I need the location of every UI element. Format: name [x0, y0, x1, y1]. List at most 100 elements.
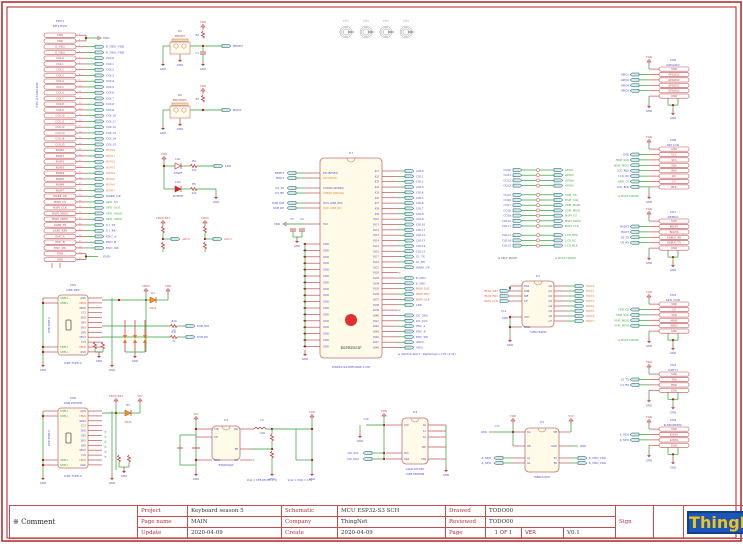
net-label: LED: [225, 164, 232, 168]
gnd-label: GND: [40, 368, 46, 372]
pushbutton-icon: [169, 105, 191, 119]
connector-pin-label: DC: [672, 175, 676, 178]
level-pin-label: B1: [554, 457, 558, 460]
mcu-body: [319, 157, 383, 359]
tvs-diode-icon: [133, 335, 137, 339]
pin-number: 19: [79, 137, 82, 139]
led-name: POWER: [173, 194, 184, 198]
net-port-col13: [404, 238, 415, 243]
net-label: USB_DP: [197, 335, 208, 339]
net-port-k_neo: [629, 432, 640, 437]
net-label: K_NEO: [416, 276, 426, 280]
schottky-diode-icon: [124, 409, 132, 417]
mcu-pin-label: IO15: [373, 245, 379, 248]
diode-part: SS24: [125, 420, 132, 424]
sign-label: Sign: [615, 505, 655, 539]
capacitor-ref: C13: [495, 425, 500, 428]
solder-jumper-icon: [536, 243, 540, 248]
mcu-brand: ESPRESSIF: [340, 346, 362, 350]
button-cap-icon: [171, 102, 189, 106]
mcu-pin-label: IO13: [373, 234, 379, 237]
junction-dot: [194, 427, 198, 431]
usb-pin-label: SBU2: [79, 420, 86, 423]
chip-notch: [346, 157, 356, 163]
net-port-adc0: [170, 237, 181, 241]
connector-pin-label: MISO: [671, 325, 678, 328]
capacitor-ref: C10: [364, 418, 369, 421]
net-port-row_dat: [499, 289, 510, 293]
connector-name: GPIO/I2C: [666, 63, 679, 67]
connector-net-label: GND: [623, 154, 629, 157]
ver-value: V0.1: [562, 527, 617, 539]
usb-pin-label: DN1: [81, 326, 87, 329]
net-label: ROW4: [586, 304, 595, 308]
button-name: BOOTSEL: [173, 98, 188, 102]
led-name: STATE: [174, 171, 183, 175]
pin-number: 29: [79, 195, 82, 197]
mux-right-port: [553, 213, 564, 218]
fpc1-pin-label: COL14: [55, 137, 64, 141]
net-port-spi1_sck: [94, 205, 105, 210]
net-label: COL8: [106, 102, 114, 106]
net-port-col15: [94, 142, 105, 147]
net-port-lcd_dc: [629, 174, 640, 178]
level-pin-label: B2: [554, 462, 558, 465]
net-port-row_clk: [404, 297, 415, 302]
chip-notch: [410, 417, 420, 423]
pin-number: 7: [79, 68, 81, 70]
net-port-k-neo-vdd: [577, 456, 588, 460]
net-label: U1_TX: [106, 223, 115, 227]
fpc1-name: KEY BUS: [53, 24, 67, 28]
mux-left-port: [512, 173, 523, 177]
usb-name: USB POWER: [64, 401, 83, 405]
resistor-icon: [116, 454, 122, 463]
fpc1-pin-label: COL1: [56, 62, 64, 66]
button-contact: [181, 43, 187, 49]
power-label: VBUS-EXT: [155, 216, 170, 220]
pin-number: 21: [79, 149, 82, 151]
diode-part: SS24: [150, 306, 157, 310]
gnd-label: GND: [646, 344, 652, 348]
mcu-pin-label: IO38: [373, 304, 379, 307]
fpc1-pin-label: GND: [57, 252, 63, 256]
mux-right-label: GPIO2: [565, 173, 574, 177]
create-label: Create: [281, 527, 338, 539]
mounting-hole-ref: FH3: [383, 19, 389, 23]
mux-left-label: COL0: [504, 168, 512, 172]
connector-net-label: GPIO4: [621, 84, 630, 87]
net-port-row_rst: [404, 292, 415, 296]
net-label: COL11: [416, 228, 425, 232]
connector-name: SPI1 CON: [666, 298, 681, 302]
usb-pin-label: VBUS: [78, 302, 86, 305]
power-label: VDD: [380, 409, 387, 413]
gnd-label: GND: [200, 67, 206, 71]
pin-number: 9: [79, 80, 81, 82]
pin-number: 24: [79, 166, 82, 168]
gnd-label: GND: [96, 359, 102, 363]
net-port-usb_dp: [286, 206, 297, 210]
mcu-pin-label: IO9: [375, 213, 380, 216]
capacitor-ref: C5: [290, 218, 294, 221]
ground-icon: [671, 407, 675, 410]
connector-name: DEBUG: [668, 215, 680, 219]
mcu-pin-label: GND: [323, 320, 329, 323]
resistor-ref: R3: [196, 98, 200, 101]
resistor-value: 22: [172, 340, 176, 343]
net-label: ROW5: [106, 177, 115, 181]
net-port-led: [404, 303, 415, 307]
resistor-icon: [202, 225, 208, 234]
mcu-pin-label: IO47: [373, 341, 379, 344]
gnd-label: GND: [580, 445, 586, 448]
capacitor-ref: C6: [300, 218, 304, 221]
power-arrow-icon: [202, 220, 208, 224]
power-arrow-icon: [646, 211, 652, 215]
fpc1-pin-label: COL4: [56, 79, 64, 83]
ground-icon: [647, 196, 651, 199]
connector-net-label: LCD_BLK: [617, 186, 629, 189]
mcu-pin-label: GND: [323, 281, 329, 284]
net-port-lcd_res: [629, 168, 640, 173]
net-label: COL5: [106, 85, 114, 89]
net-port-col14: [94, 136, 105, 141]
usb-pin-label: DP1: [81, 435, 86, 438]
ground-icon: [647, 106, 651, 109]
